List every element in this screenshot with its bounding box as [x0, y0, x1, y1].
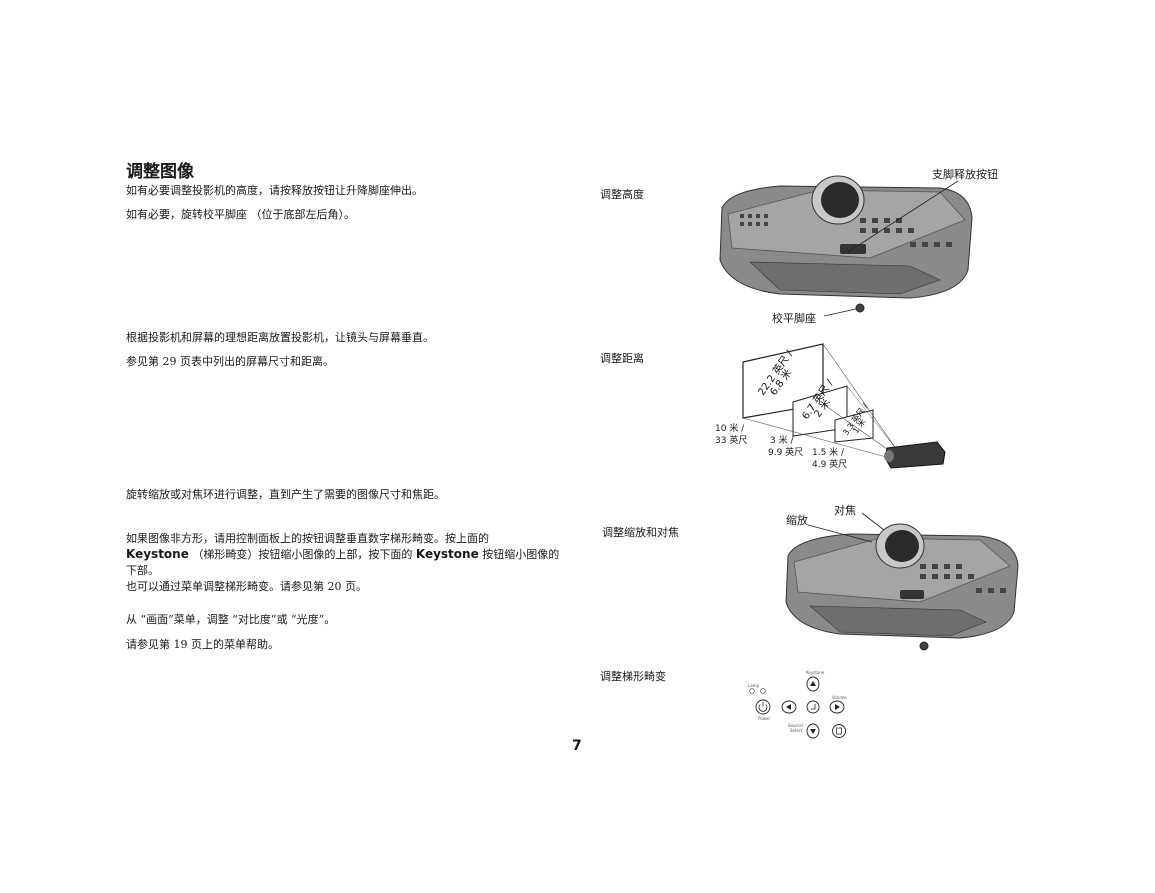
projection-distance-diagram: 22.2 英尺 / 6.8 米 6.7 英尺 / 2 米 3.3 英尺 / 1 …: [742, 343, 946, 469]
page-title: 调整图像: [126, 162, 194, 182]
arrow-up-icon: [810, 681, 816, 686]
source-select-label-line2: Select: [790, 728, 803, 733]
control-panel-figure: Lamp Power Keystone Volume Source/ Selec…: [745, 668, 860, 748]
keystone-keyword: Keystone: [415, 547, 479, 561]
lamp-label: Lamp: [748, 683, 760, 688]
arrow-left-icon: [786, 704, 791, 710]
focus-label: 对焦: [834, 504, 856, 517]
side-label-height: 调整高度: [600, 188, 644, 201]
distance-10m-line1: 10 米 /: [715, 424, 745, 434]
menu-enter-button: [806, 700, 820, 714]
keystone-up-label: Keystone: [806, 670, 825, 675]
paragraph-height: 如有必要调整投影机的高度，请按释放按钮让升降脚座伸出。: [126, 184, 423, 197]
projector-height-figure: [710, 170, 1010, 315]
enter-icon: [811, 704, 816, 710]
page-number: 7: [572, 738, 582, 754]
keystone-keyword: Keystone: [126, 547, 189, 561]
projector-zoom-focus-figure: [780, 518, 1030, 653]
paragraph-distance: 根据投影机和屏幕的理想距离放置投影机，让镜头与屏幕垂直。: [126, 331, 434, 344]
paragraph-distance-ref: 参见第 29 页表中列出的屏幕尺寸和距离。: [126, 355, 334, 368]
paragraph-keystone-menu: 也可以通过菜单调整梯形畸变。请参见第 20 页。: [126, 580, 367, 593]
status-led-icon: [760, 688, 766, 694]
paragraph-keystone-line2: Keystone （梯形畸变）按钮缩小图像的上部，按下面的 Keystone 按…: [126, 546, 559, 563]
paragraph-keystone-line1: 如果图像非方形，请用控制面板上的按钮调整垂直数字梯形畸变。按上面的: [126, 532, 489, 545]
distance-1-5m-line2: 4.9 英尺: [812, 460, 848, 470]
lamp-led-icon: [749, 688, 755, 694]
distance-10m-line2: 33 英尺: [715, 436, 748, 446]
distance-label-1-5m: 1.5 米 / 4.9 英尺: [812, 447, 847, 471]
paragraph-zoom-focus: 旋转缩放或对焦环进行调整，直到产生了需要的图像尺寸和焦距。: [126, 488, 445, 501]
source-select-label-line1: Source/: [788, 723, 804, 728]
source-icon: [836, 727, 842, 735]
paragraph-menu-help: 请参见第 19 页上的菜单帮助。: [126, 638, 279, 651]
arrow-right-icon: [835, 704, 840, 710]
distance-3m-line2: 9.9 英尺: [768, 448, 804, 458]
distance-label-3m: 3 米 / 9.9 英尺: [768, 435, 803, 459]
volume-label: Volume: [832, 695, 847, 700]
zoom-label: 缩放: [786, 514, 808, 527]
side-label-distance: 调整距离: [600, 352, 644, 365]
leveling-foot-label: 校平脚座: [772, 312, 816, 325]
keystone-text-mid: （梯形畸变）按钮缩小图像的上部，按下面的: [192, 548, 413, 561]
power-button: [755, 699, 771, 715]
paragraph-keystone-line3: 下部。: [126, 564, 159, 577]
release-button-label: 支脚释放按钮: [932, 168, 998, 181]
paragraph-leveling: 如有必要，旋转校平脚座 （位于底部左后角）。: [126, 208, 355, 221]
distance-1-5m-line1: 1.5 米 /: [812, 448, 845, 458]
side-label-keystone: 调整梯形畸变: [600, 670, 666, 683]
source-button: [832, 724, 846, 738]
power-label: Power: [758, 716, 770, 721]
distance-3m-line1: 3 米 /: [770, 436, 794, 446]
keystone-text-end: 按钮缩小图像的: [482, 548, 560, 561]
distance-label-10m: 10 米 / 33 英尺: [715, 423, 747, 447]
power-icon: [758, 704, 768, 712]
paragraph-contrast: 从 “画面”菜单，调整 “对比度”或 “光度”。: [126, 613, 336, 626]
arrow-down-icon: [810, 729, 816, 734]
side-label-zoom-focus: 调整缩放和对焦: [602, 526, 679, 539]
